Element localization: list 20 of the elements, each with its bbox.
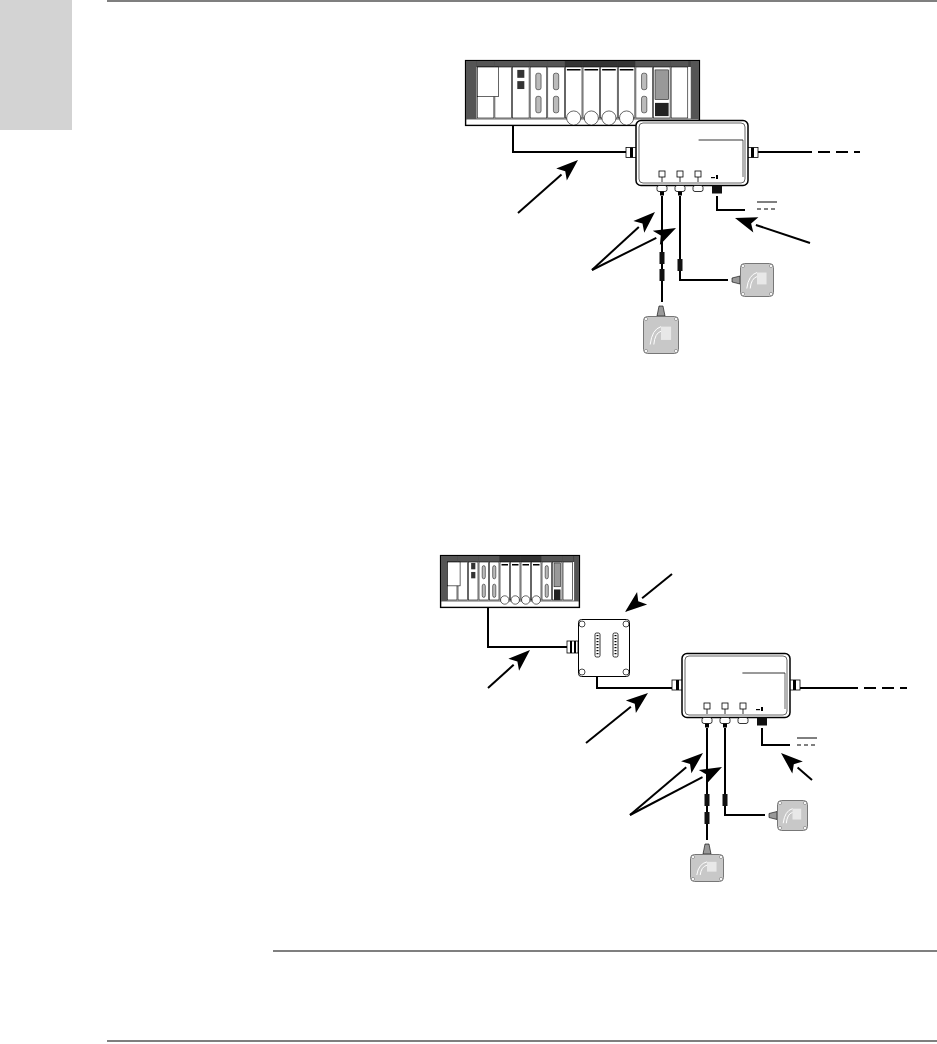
junction-box-drawing (626, 120, 758, 196)
plc-rack-drawing (440, 555, 580, 608)
cable-line (661, 195, 663, 303)
sensor-drawing (765, 800, 808, 831)
sensor-drawing (690, 840, 724, 882)
plc-rack-drawing (465, 60, 700, 126)
cable-line (799, 687, 908, 689)
cable-line (596, 676, 673, 689)
sensor-drawing (643, 302, 679, 354)
junction-box-drawing (672, 653, 800, 728)
cable-line (716, 195, 746, 211)
cable-line (487, 607, 568, 648)
sensor-drawing (728, 263, 774, 297)
cable-line (679, 195, 729, 281)
adapter-box-drawing (567, 619, 630, 677)
cable-line (761, 727, 791, 746)
cable-line (512, 125, 627, 153)
cable-line (757, 151, 861, 153)
cable-line (706, 727, 708, 841)
cable-line (724, 727, 766, 816)
